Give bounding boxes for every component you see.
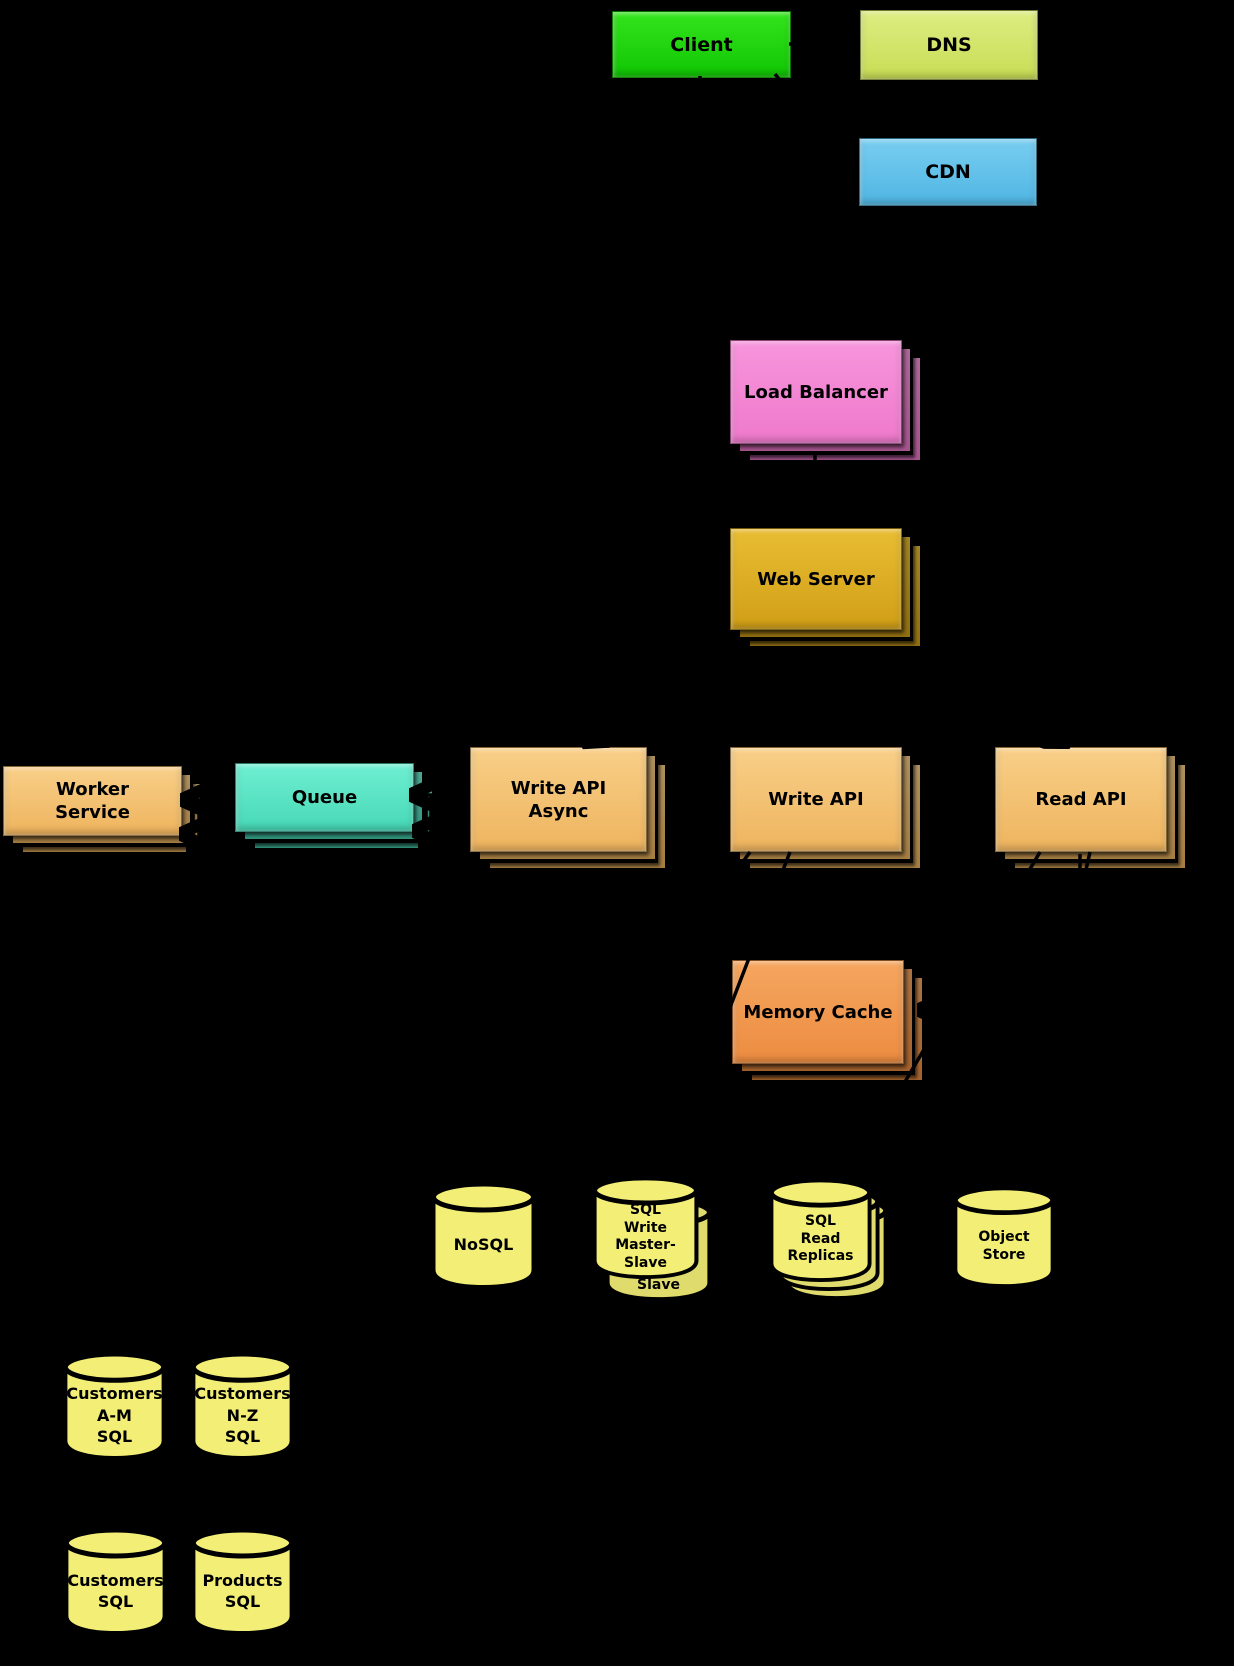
db-label: Customers A-M SQL bbox=[66, 1384, 163, 1447]
client-node: Client bbox=[612, 11, 791, 78]
dns-node: DNS bbox=[860, 10, 1038, 80]
customers-am-sql-db[interactable]: Customers A-M SQL bbox=[62, 1351, 167, 1461]
db-label: Products SQL bbox=[202, 1570, 283, 1612]
db-label: SQL Read Replicas bbox=[787, 1213, 854, 1265]
db-label: Customers N-Z SQL bbox=[194, 1384, 291, 1447]
arrow-web-server-write-api-async bbox=[586, 648, 759, 740]
worker-service-box[interactable]: Worker Service bbox=[3, 766, 182, 836]
load-balancer-node: Load Balancer bbox=[730, 340, 923, 464]
read-api-node: Read API bbox=[995, 747, 1188, 872]
db-label: Object Store bbox=[978, 1229, 1030, 1263]
queue-box[interactable]: Queue bbox=[235, 763, 414, 832]
products-sql-db[interactable]: Products SQL bbox=[190, 1527, 295, 1636]
dns-box[interactable]: DNS bbox=[860, 10, 1038, 80]
db-label: NoSQL bbox=[453, 1235, 514, 1255]
write-api-node: Write API bbox=[730, 747, 923, 872]
memory-cache-node: Memory Cache bbox=[732, 960, 925, 1084]
load-balancer-box[interactable]: Load Balancer bbox=[730, 340, 902, 444]
memory-cache-box[interactable]: Memory Cache bbox=[732, 960, 904, 1064]
queue-node: Queue bbox=[235, 763, 435, 852]
arrow-write-api-nosql bbox=[515, 850, 752, 1176]
arrow-client-cdn bbox=[773, 72, 845, 162]
write-api-box[interactable]: Write API bbox=[730, 747, 902, 852]
worker-service-node: Worker Service bbox=[3, 766, 203, 856]
write-api-async-node: Write API Async bbox=[470, 747, 668, 872]
write-api-async-box[interactable]: Write API Async bbox=[470, 747, 647, 852]
web-server-box[interactable]: Web Server bbox=[730, 528, 902, 630]
web-server-node: Web Server bbox=[730, 528, 923, 650]
sql-read-replicas-db[interactable]: SQL Read Replicas bbox=[768, 1177, 873, 1282]
sql-write-master-slave-db[interactable]: SQL Write Master- Slave bbox=[591, 1175, 700, 1279]
db-label: Customers SQL bbox=[67, 1570, 164, 1612]
cdn-node: CDN bbox=[859, 138, 1037, 206]
nosql-db[interactable]: NoSQL bbox=[430, 1181, 537, 1290]
arrow-web-server-read-api bbox=[871, 648, 1066, 740]
db-label: SQL Write Master- Slave bbox=[615, 1202, 676, 1271]
client-box[interactable]: Client bbox=[612, 11, 791, 78]
customers-nz-sql-db[interactable]: Customers N-Z SQL bbox=[190, 1351, 295, 1461]
arrow-read-api-object-store bbox=[1016, 851, 1092, 1180]
cdn-box[interactable]: CDN bbox=[859, 138, 1037, 206]
arrow-read-api-memory-cache bbox=[924, 854, 1082, 1010]
read-api-box[interactable]: Read API bbox=[995, 747, 1167, 852]
customers-sql-db[interactable]: Customers SQL bbox=[63, 1527, 168, 1636]
arrow-client-load-balancer bbox=[700, 76, 718, 392]
object-store-db[interactable]: Object Store bbox=[952, 1185, 1056, 1288]
